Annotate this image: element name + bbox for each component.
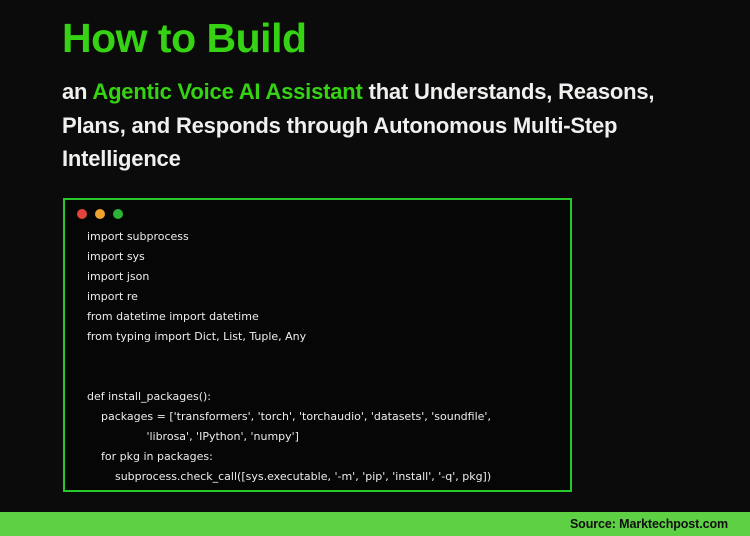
code-block: import subprocess import sys import json…: [87, 230, 492, 483]
subtitle-highlight: Agentic Voice AI Assistant: [92, 79, 363, 104]
window-controls: [77, 209, 570, 219]
header: How to Build an Agentic Voice AI Assista…: [62, 14, 722, 176]
subtitle: an Agentic Voice AI Assistant that Under…: [62, 75, 717, 176]
source-label: Source: Marktechpost.com: [569, 517, 728, 531]
maximize-button-icon[interactable]: [113, 209, 123, 219]
code-window: import subprocess import sys import json…: [63, 198, 572, 492]
close-button-icon[interactable]: [77, 209, 87, 219]
minimize-button-icon[interactable]: [95, 209, 105, 219]
subtitle-rest: that Understands, Reasons, Plans, and Re…: [62, 79, 655, 171]
subtitle-prefix: an: [62, 79, 93, 104]
page-title: How to Build: [62, 15, 307, 61]
footer-bar: Source: Marktechpost.com: [0, 512, 750, 536]
